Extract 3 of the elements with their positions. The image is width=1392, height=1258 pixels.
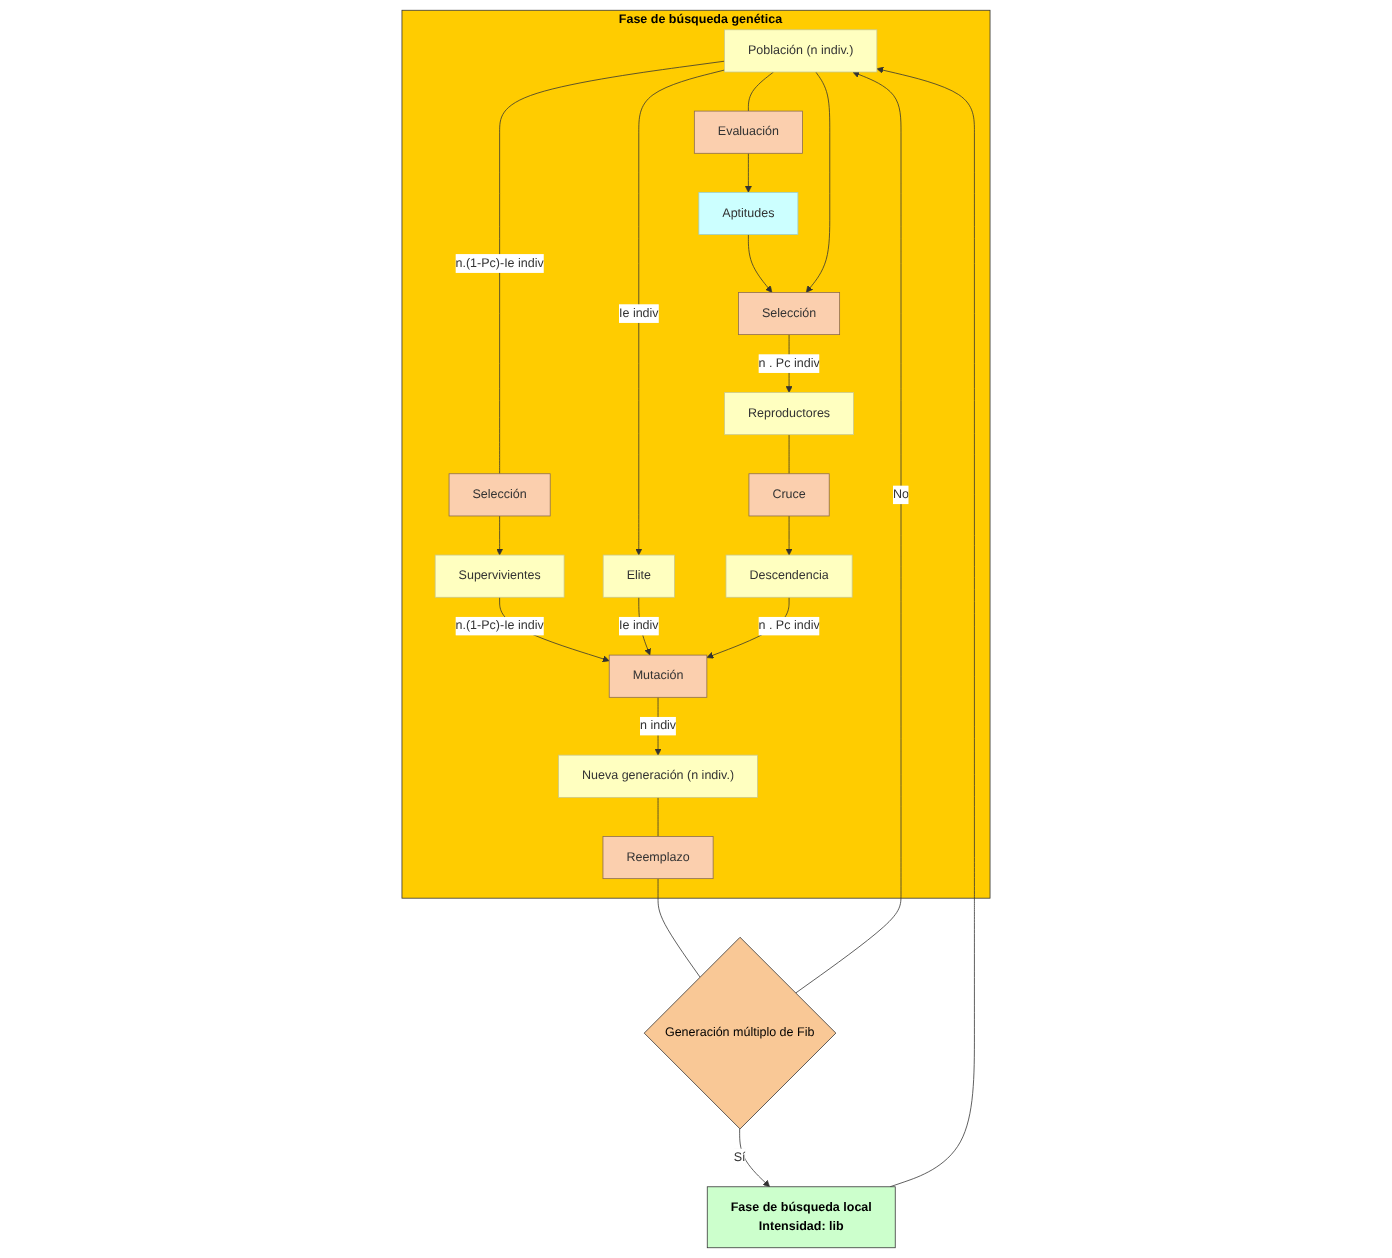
connector	[748, 71, 774, 112]
connector	[657, 878, 701, 978]
connector	[499, 60, 725, 475]
